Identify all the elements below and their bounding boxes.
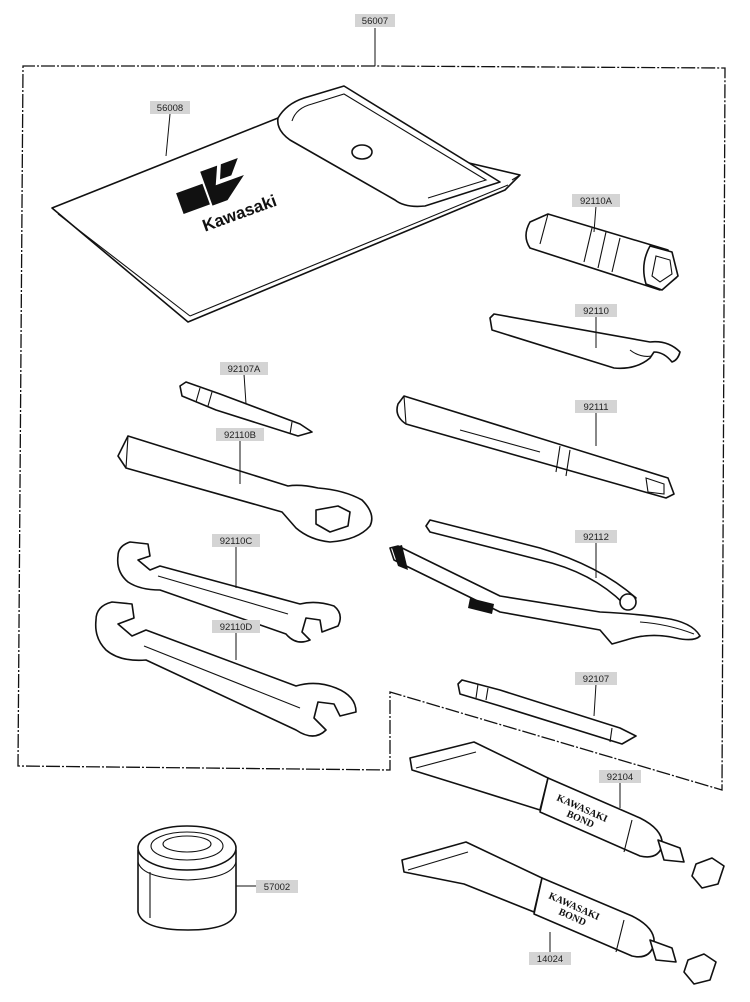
svg-text:92110A: 92110A xyxy=(580,196,613,207)
tool-pouch: Kawasaki xyxy=(51,85,521,323)
svg-text:92110: 92110 xyxy=(583,306,609,317)
snap-button xyxy=(351,144,373,160)
bond-tube-lower: KAWASAKI BOND xyxy=(401,841,717,985)
svg-text:56008: 56008 xyxy=(157,103,183,114)
label-92110D: 92110D xyxy=(212,620,260,633)
pivot-bolt xyxy=(619,593,637,611)
label-14024: 14024 xyxy=(529,952,571,965)
svg-text:92110C: 92110C xyxy=(220,536,253,547)
label-56008: 56008 xyxy=(150,101,190,114)
bond-tube-upper: KAWASAKI BOND xyxy=(409,741,725,889)
label-92112: 92112 xyxy=(575,530,617,543)
label-92107: 92107 xyxy=(575,672,617,685)
open-end-wrench-d xyxy=(94,601,357,737)
svg-text:92112: 92112 xyxy=(583,532,609,543)
label-56007: 56007 xyxy=(355,14,395,27)
label-92110: 92110 xyxy=(575,304,617,317)
label-92111: 92111 xyxy=(575,400,617,413)
kit-frame xyxy=(17,65,726,791)
svg-text:92110B: 92110B xyxy=(224,430,256,441)
box-end-wrench xyxy=(117,435,373,543)
svg-text:14024: 14024 xyxy=(537,954,563,965)
label-92110A: 92110A xyxy=(572,194,620,207)
svg-text:57002: 57002 xyxy=(264,882,290,893)
svg-text:92107A: 92107A xyxy=(228,364,261,375)
grease-can xyxy=(137,825,237,931)
screwdriver-handle xyxy=(396,395,675,499)
label-92110B: 92110B xyxy=(216,428,264,441)
screwdriver-bit-a xyxy=(179,381,313,437)
svg-text:92104: 92104 xyxy=(607,772,633,783)
label-57002: 57002 xyxy=(256,880,298,893)
label-92107A: 92107A xyxy=(220,362,268,375)
label-92110C: 92110C xyxy=(212,534,260,547)
hook-spanner xyxy=(489,313,681,370)
open-end-wrench-c xyxy=(116,541,342,643)
svg-text:92110D: 92110D xyxy=(220,622,253,633)
spark-plug-wrench xyxy=(525,213,679,291)
svg-text:92107: 92107 xyxy=(583,674,609,685)
pliers xyxy=(389,519,701,645)
screwdriver-bit xyxy=(457,679,637,745)
svg-text:92111: 92111 xyxy=(583,402,608,413)
label-92104: 92104 xyxy=(599,770,641,783)
svg-text:56007: 56007 xyxy=(362,16,388,27)
